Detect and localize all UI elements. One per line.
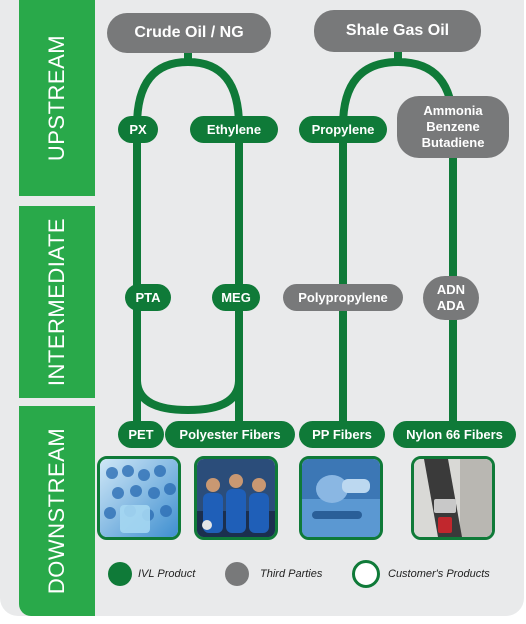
athletes-photo	[194, 456, 278, 540]
legend-third-swatch	[225, 562, 249, 586]
node-polypropylene: Polypropylene	[283, 284, 403, 311]
source-shale-gas: Shale Gas Oil	[314, 10, 481, 52]
node-pta: PTA	[125, 284, 171, 311]
legend-ivl-swatch	[108, 562, 132, 586]
node-ada-label: ADA	[436, 298, 466, 313]
seatbelt-photo	[411, 456, 495, 540]
node-pp-fibers: PP Fibers	[299, 421, 385, 448]
bottles-photo	[97, 456, 181, 540]
legend-ivl-label: IVL Product	[138, 568, 196, 580]
source-crude-oil: Crude Oil / NG	[107, 13, 271, 53]
node-ammonia-label: Ammonia	[423, 103, 483, 118]
node-nylon66-fibers: Nylon 66 Fibers	[393, 421, 516, 448]
node-butadiene-label: Butadiene	[421, 135, 485, 150]
node-pet: PET	[118, 421, 164, 448]
node-adn-label: ADN	[436, 282, 466, 297]
medical-photo	[299, 456, 383, 540]
node-ethylene: Ethylene	[190, 116, 278, 143]
band-downstream: DOWNSTREAM	[19, 406, 95, 616]
band-intermediate: INTERMEDIATE	[19, 206, 95, 398]
legend-customer-swatch	[352, 560, 380, 588]
node-px: PX	[118, 116, 158, 143]
node-benzene-label: Benzene	[426, 119, 480, 134]
node-meg: MEG	[212, 284, 260, 311]
legend-third-label: Third Parties	[260, 568, 323, 580]
band-upstream: UPSTREAM	[19, 0, 95, 196]
flow-left-loop	[133, 48, 243, 415]
legend-customer-label: Customer's Products	[388, 568, 490, 580]
node-propylene: Propylene	[299, 116, 387, 143]
node-adn-ada: ADN ADA	[423, 276, 479, 320]
node-ammonia-benzene-butadiene: Ammonia Benzene Butadiene	[397, 96, 509, 158]
node-polyester-fibers: Polyester Fibers	[165, 421, 295, 448]
